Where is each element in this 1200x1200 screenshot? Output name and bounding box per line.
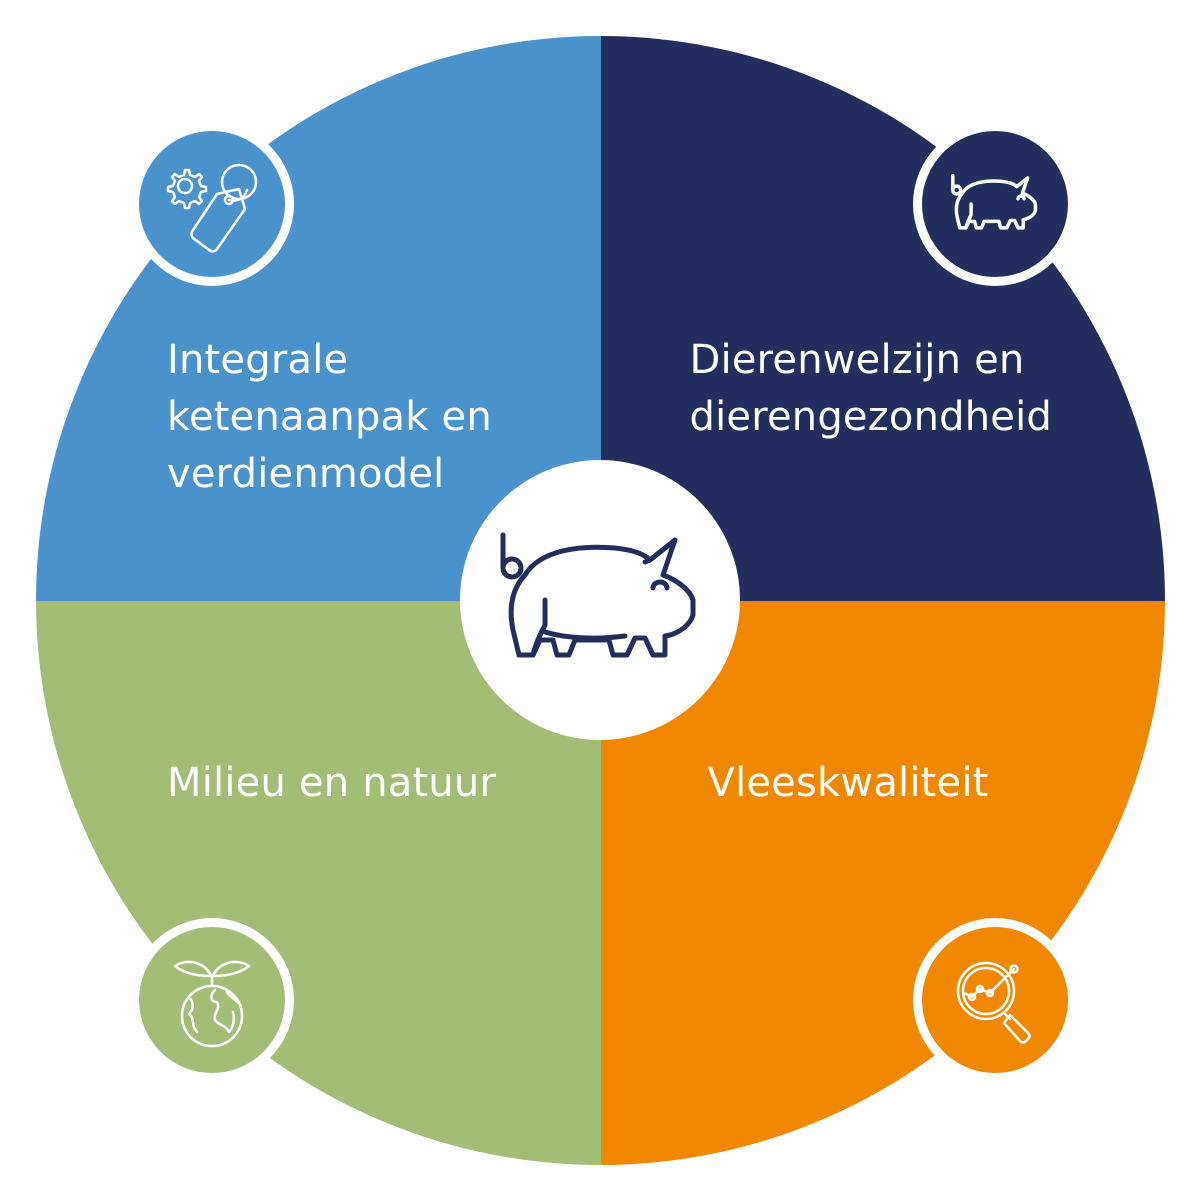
- magnifier-chart-icon: [950, 955, 1040, 1045]
- label-line: verdienmodel: [167, 451, 445, 497]
- quadrant-integrale-ketenaanpak: Integrale ketenaanpak en verdienmodel: [36, 36, 601, 601]
- label-line: Dierenwelzijn en: [689, 337, 1025, 383]
- label-line: Vleeskwaliteit: [707, 759, 989, 806]
- pig-icon: [485, 530, 715, 670]
- label-line: Milieu en natuur: [167, 759, 497, 806]
- badge-dierenwelzijn: [913, 122, 1077, 286]
- pig-icon: [945, 173, 1045, 235]
- globe-sprout-icon: [167, 950, 257, 1050]
- quadrant-label: Dierenwelzijn en dierengezondheid: [690, 332, 1053, 446]
- badge-milieu-natuur: [130, 918, 294, 1082]
- badge-vleeskwaliteit: [913, 918, 1077, 1082]
- gear-price-tag-icon: [157, 154, 267, 254]
- label-line: Integrale: [167, 337, 349, 383]
- badge-integrale-ketenaanpak: [130, 122, 294, 286]
- quadrant-label: Integrale ketenaanpak en verdienmodel: [167, 332, 492, 503]
- label-line: dierengezondheid: [689, 394, 1053, 440]
- quadrant-label: Milieu en natuur: [167, 755, 496, 812]
- label-line: ketenaanpak en: [167, 394, 492, 440]
- center-circle: [460, 460, 740, 740]
- quadrant-label: Vleeskwaliteit: [708, 755, 989, 812]
